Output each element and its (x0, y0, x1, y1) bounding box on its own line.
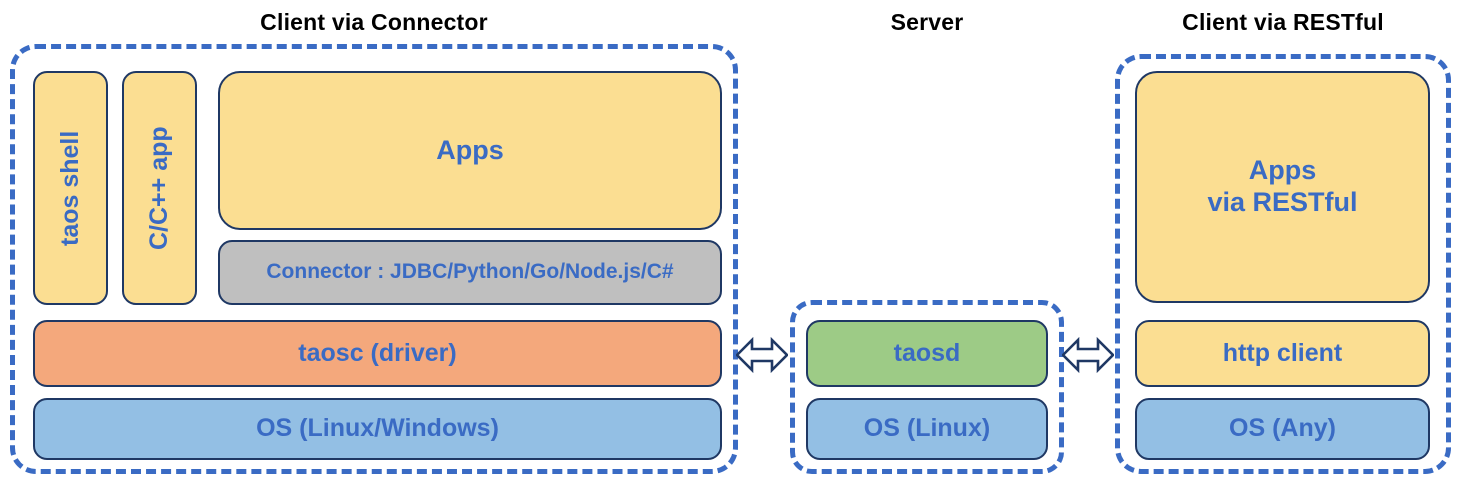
title-client-via-restful: Client via RESTful (1182, 9, 1384, 35)
block-connector: Connector : JDBC/Python/Go/Node.js/C# (218, 240, 722, 305)
apps-restful-line-1: Apps (1248, 155, 1317, 186)
block-os-any: OS (Any) (1135, 398, 1430, 460)
panel-client-via-connector (10, 44, 738, 474)
block-taosc-driver: taosc (driver) (33, 320, 722, 387)
block-apps-via-restful: Apps via RESTful (1135, 71, 1430, 303)
title-server: Server (890, 9, 964, 35)
panel-server (790, 300, 1064, 474)
block-taosd: taosd (806, 320, 1048, 387)
panel-client-via-restful (1115, 54, 1451, 474)
block-c-cpp-app: C/C++ app (122, 71, 197, 305)
left-double-headed-arrow (735, 331, 789, 379)
block-os-linux-windows: OS (Linux/Windows) (33, 398, 722, 460)
block-apps: Apps (218, 71, 722, 230)
title-client-via-connector: Client via Connector (260, 9, 488, 35)
block-os-linux: OS (Linux) (806, 398, 1048, 460)
block-taos-shell: taos shell (33, 71, 108, 305)
block-http-client: http client (1135, 320, 1430, 387)
apps-restful-line-2: via RESTful (1207, 187, 1358, 217)
right-double-headed-arrow (1061, 331, 1115, 379)
